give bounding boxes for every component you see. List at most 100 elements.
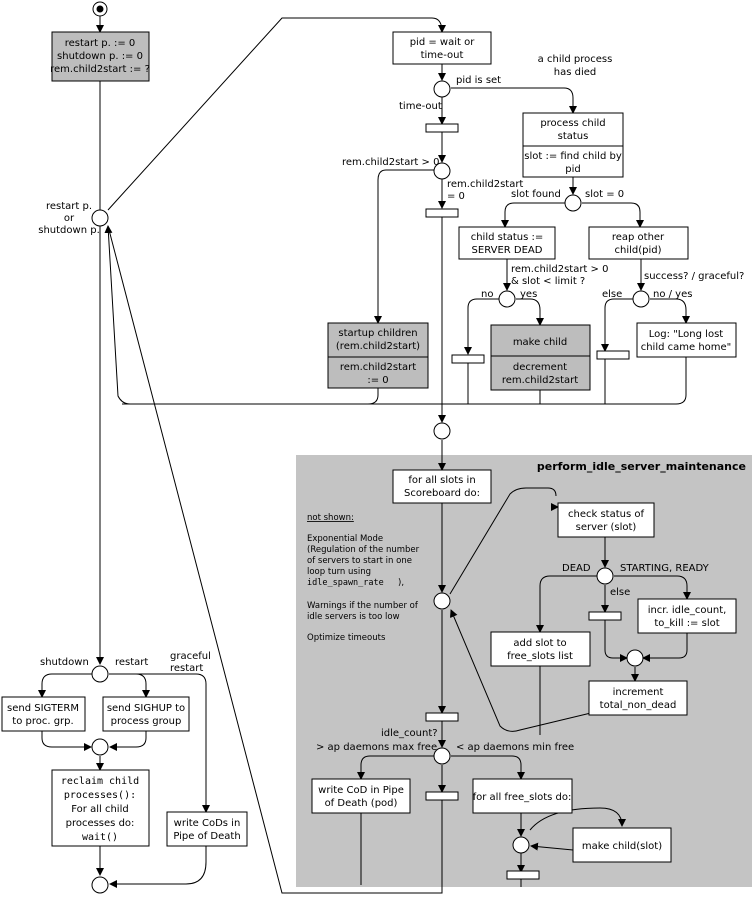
svg-text:loop turn using: loop turn using	[307, 567, 371, 577]
svg-text:shutdown p.: shutdown p.	[38, 225, 100, 236]
svg-text:pid: pid	[565, 164, 580, 175]
svg-text:for all slots in: for all slots in	[408, 475, 475, 486]
svg-text:child(pid): child(pid)	[614, 245, 661, 256]
svg-text::= 0: := 0	[367, 375, 388, 386]
svg-text:server (slot): server (slot)	[576, 522, 637, 533]
svg-text:shutdown p. := 0: shutdown p. := 0	[57, 51, 143, 62]
svg-text:(rem.child2start): (rem.child2start)	[336, 341, 420, 352]
write-cods-box: write CoDs in Pipe of Death	[166, 811, 248, 847]
svg-text:Optimize timeouts: Optimize timeouts	[307, 633, 386, 643]
svg-text:Exponential Mode: Exponential Mode	[307, 534, 383, 544]
sync-bar	[588, 611, 622, 621]
svg-text:Log: "Long lost: Log: "Long lost	[649, 329, 723, 340]
svg-text:write CoD in Pipe: write CoD in Pipe	[318, 785, 404, 796]
svg-text:no / yes: no / yes	[653, 289, 692, 300]
svg-text:> ap daemons max free: > ap daemons max free	[316, 742, 437, 753]
svg-text:increment: increment	[613, 687, 664, 698]
svg-text:time-out: time-out	[421, 50, 464, 61]
slot-decision	[564, 194, 582, 212]
svg-text:idle servers is too low: idle servers is too low	[307, 612, 400, 622]
sync-bar	[506, 870, 540, 880]
svg-text:rem.child2start: rem.child2start	[447, 179, 523, 190]
svg-text:For all child: For all child	[71, 804, 128, 815]
reclaim-box: reclaim child processes(): For all child…	[51, 769, 150, 847]
svg-text:& slot < limit ?: & slot < limit ?	[511, 276, 585, 287]
sync-bar	[425, 123, 459, 133]
svg-text:else: else	[610, 587, 630, 598]
svg-text:time-out: time-out	[399, 101, 442, 112]
svg-text:startup children: startup children	[338, 328, 417, 339]
start-node	[92, 1, 108, 17]
svg-text:reclaim child: reclaim child	[61, 776, 139, 787]
svg-text:(Regulation of the number: (Regulation of the number	[307, 545, 420, 555]
svg-text:STARTING, READY: STARTING, READY	[620, 563, 710, 574]
svg-text:= 0: = 0	[447, 191, 465, 202]
add-slot-box: add slot to free_slots list	[490, 631, 591, 667]
limit-decision	[498, 290, 516, 308]
svg-text:SERVER DEAD: SERVER DEAD	[472, 245, 543, 256]
svg-text:status: status	[558, 131, 589, 142]
sync-bar	[425, 208, 459, 218]
svg-text:not shown:: not shown:	[307, 513, 354, 523]
svg-text:child came home": child came home"	[641, 342, 732, 353]
svg-text:rem.child2start: rem.child2start	[502, 375, 578, 386]
increment-total-box: increment total_non_dead	[588, 680, 688, 716]
svg-text:processes():: processes():	[64, 790, 136, 801]
svg-text:restart p. := 0: restart p. := 0	[65, 38, 136, 49]
svg-text:Scoreboard do:: Scoreboard do:	[404, 488, 480, 499]
svg-text:graceful: graceful	[170, 651, 211, 662]
wait-decision	[433, 80, 451, 98]
signal-merge	[91, 738, 109, 756]
sync-bar	[451, 354, 485, 364]
svg-text:make child(slot): make child(slot)	[582, 841, 662, 852]
svg-text:decrement: decrement	[513, 362, 567, 373]
edge-labels: a child process has died pid is set time…	[38, 54, 744, 753]
svg-text:rem.child2start > 0: rem.child2start > 0	[342, 157, 439, 168]
check-status-box: check status of server (slot)	[557, 502, 655, 538]
restart-shutdown-circle	[91, 209, 109, 227]
free-slots-merge	[512, 836, 530, 854]
svg-text:pid = wait or: pid = wait or	[410, 37, 476, 48]
svg-text:idle_spawn_rate: idle_spawn_rate	[307, 578, 384, 588]
svg-text:to_kill := slot: to_kill := slot	[654, 618, 719, 629]
svg-text:restart: restart	[170, 663, 203, 674]
svg-text:of Death (pod): of Death (pod)	[325, 798, 398, 809]
sync-bars	[425, 123, 630, 880]
svg-text:child status :=: child status :=	[471, 232, 544, 243]
svg-text:else: else	[602, 289, 622, 300]
svg-text:incr. idle_count,: incr. idle_count,	[648, 605, 727, 616]
svg-text:rem.child2start: rem.child2start	[340, 362, 416, 373]
log-box: Log: "Long lost child came home"	[636, 322, 737, 358]
make-child-box: make child decrement rem.child2start	[490, 324, 591, 391]
svg-text:no: no	[481, 289, 493, 300]
svg-text:success? / graceful?: success? / graceful?	[644, 271, 744, 282]
sync-bar	[596, 350, 630, 360]
incr-idle-box: incr. idle_count, to_kill := slot	[637, 598, 737, 634]
svg-text:or: or	[64, 213, 75, 224]
svg-text:yes: yes	[520, 289, 537, 300]
svg-text:add slot to: add slot to	[513, 638, 566, 649]
svg-text:total_non_dead: total_non_dead	[600, 700, 677, 711]
svg-text:pid is set: pid is set	[456, 75, 501, 86]
for-all-free-box: for all free_slots do:	[472, 778, 573, 814]
svg-text:to proc. grp.: to proc. grp.	[12, 716, 73, 727]
svg-text:free_slots list: free_slots list	[507, 651, 573, 662]
maintenance-region	[296, 455, 752, 887]
svg-text:< ap daemons min free: < ap daemons min free	[456, 742, 574, 753]
svg-text:idle_count?: idle_count?	[381, 728, 438, 739]
reap-other-box: reap other child(pid)	[588, 226, 689, 260]
svg-text:make child: make child	[513, 337, 567, 348]
svg-text:for all free_slots do:: for all free_slots do:	[473, 792, 572, 803]
decision-nodes	[91, 80, 650, 894]
svg-text:send SIGHUP to: send SIGHUP to	[107, 703, 185, 714]
sync-bar	[425, 712, 459, 722]
svg-text:a child process: a child process	[538, 54, 613, 65]
send-sigterm-box: send SIGTERM to proc. grp.	[1, 696, 86, 732]
shutdown-decision	[91, 665, 109, 683]
child-status-box: child status := SERVER DEAD	[458, 226, 556, 260]
svg-text:),: ),	[398, 578, 404, 588]
svg-text:slot := find child by: slot := find child by	[524, 151, 622, 162]
svg-text:Pipe of Death: Pipe of Death	[173, 831, 240, 842]
end-circle	[91, 876, 109, 894]
